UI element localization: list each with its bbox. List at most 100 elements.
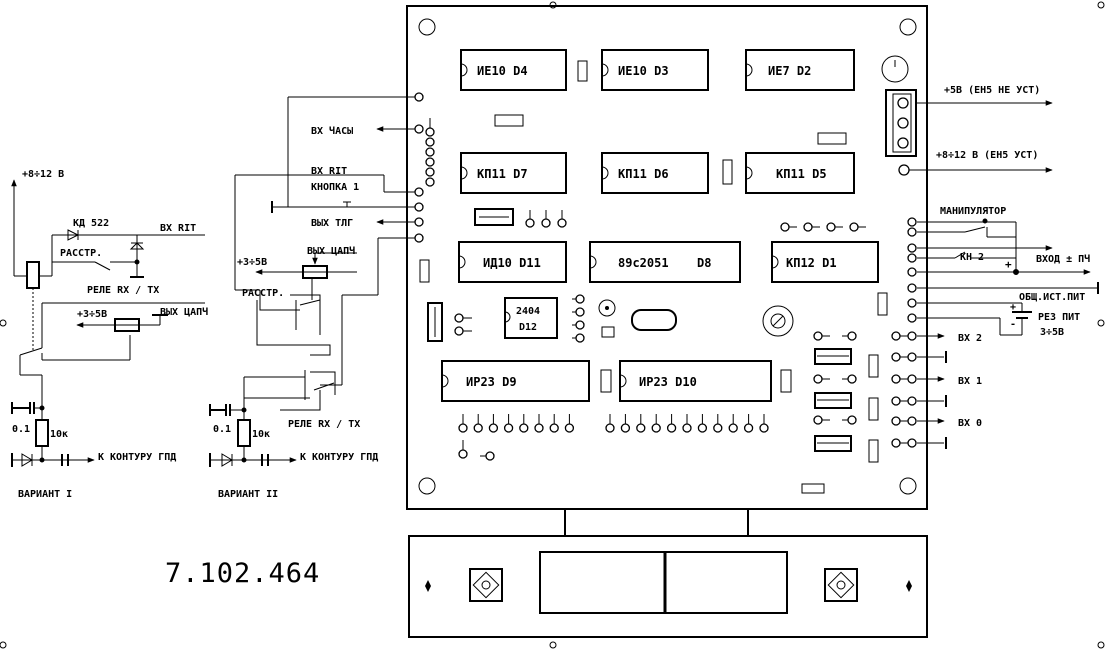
chip-d10-label: ИР23 D10 [639, 375, 697, 389]
solder-pad [907, 227, 917, 237]
solder-pad [907, 243, 917, 253]
label-backup-power: РЕЗ ПИТ [1038, 312, 1080, 323]
label-manipulator: МАНИПУЛЯТОР [940, 206, 1006, 217]
mount-hole [418, 18, 436, 36]
label-plus5v: +5В (ЕН5 НЕ УСТ) [944, 85, 1040, 96]
chip-d7-label: КП11 D7 [477, 167, 528, 181]
label-plus8-12v: +8÷12 В (ЕН5 УСТ) [936, 150, 1038, 161]
solder-pad [891, 331, 901, 341]
display-panel [408, 509, 928, 638]
chip-d1-label: КП12 D1 [786, 256, 837, 270]
pad-group [525, 210, 567, 228]
label-to-vfo-circuit: К КОНТУРУ ГПД [300, 452, 378, 463]
quartz [631, 309, 677, 331]
pad-group [572, 294, 585, 343]
chip-d2: ИЕ7 D2 [745, 49, 855, 91]
solder-pad [564, 423, 575, 433]
chip-d3-label: ИЕ10 D3 [618, 64, 669, 78]
solder-pad [519, 423, 529, 433]
solder-pad [666, 423, 677, 433]
label-telegraph-output: ВЫХ ТЛГ [311, 218, 353, 229]
solder-pad [907, 283, 917, 293]
chip-d11-label: ИД10 D11 [483, 256, 541, 270]
chip-d1: КП12 D1 [771, 241, 879, 283]
label-common-power: ОБЩ.ИСТ.ПИТ [1019, 292, 1085, 303]
solder-pad [907, 352, 917, 362]
chip-d9-label: ИР23 D9 [466, 375, 517, 389]
solder-pad [605, 423, 615, 433]
label-relay-rx-tx: РЕЛЕ RX / TX [288, 419, 360, 430]
label-v1-plus8-12v: +8÷12 В [22, 169, 64, 180]
label-v1-cap-value: 0.1 [12, 424, 30, 435]
solder-pad [907, 313, 917, 323]
solder-pad [651, 423, 661, 433]
chip-d10: ИР23 D10 [619, 360, 772, 402]
chip-d3: ИЕ10 D3 [601, 49, 709, 91]
label-v1-relay: РЕЛЕ RX / TX [87, 285, 159, 296]
label-v1-rit-input: ВХ RIT [160, 223, 196, 234]
pad-group [813, 331, 857, 425]
chip-d12-ref: D12 [519, 322, 537, 333]
label-v1-afc-output: ВЫХ ЦАПЧ [160, 306, 208, 318]
label-rit-input: ВХ RIT [311, 166, 347, 177]
right-wiring [898, 100, 1099, 449]
label-backup-voltage: 3÷5В [1040, 327, 1064, 338]
label-afc-output: ВЫХ ЦАПЧ [307, 245, 355, 257]
solder-pad [549, 423, 559, 433]
chip-d8: 89с2051 D8 [589, 241, 741, 283]
pad-row [780, 222, 866, 232]
label-resistor-value: 10к [252, 429, 270, 440]
solder-pad [907, 396, 917, 406]
solder-pad [907, 331, 917, 341]
trimmer [762, 305, 794, 337]
capacitor [601, 326, 615, 338]
solder-pad [620, 423, 631, 433]
capacitor [877, 292, 888, 316]
label-input-1: ВХ 1 [958, 376, 982, 387]
label-input-2: ВХ 2 [958, 333, 982, 344]
transistor [814, 435, 852, 452]
label-kn2: КН 2 [960, 252, 984, 263]
chip-d4: ИЕ10 D4 [460, 49, 567, 91]
label-clock-input: ВХ ЧАСЫ [311, 125, 353, 137]
chip-d2-label: ИЕ7 D2 [768, 64, 811, 78]
chip-d6: КП11 D6 [601, 152, 709, 194]
solder-pad [907, 438, 917, 448]
chip-d8-label: 89с2051 [618, 256, 669, 270]
svg-text:-: - [1010, 319, 1016, 330]
capacitor [722, 159, 733, 185]
solder-pad [473, 423, 483, 433]
capacitor [419, 259, 430, 283]
label-input-0: ВХ 0 [958, 418, 982, 429]
label-variant-1: ВАРИАНТ I [18, 489, 72, 500]
resistor [817, 132, 847, 145]
crystal [474, 208, 514, 226]
button-left [469, 568, 503, 602]
led [598, 299, 616, 317]
label-v1-resistor-value: 10к [50, 429, 68, 440]
solder-pad [907, 416, 917, 426]
label-v1-to-vfo: К КОНТУРУ ГПД [98, 452, 176, 463]
solder-pad [891, 416, 901, 426]
capacitor [600, 369, 612, 393]
solder-pad [907, 374, 917, 384]
solder-pad [891, 352, 901, 362]
solder-pad [891, 374, 901, 384]
chip-d12-label: 2404 [516, 306, 540, 317]
solder-pad [907, 217, 917, 227]
solder-pad [743, 423, 754, 433]
chip-d12: 2404 D12 [504, 297, 558, 339]
label-variant-2: ВАРИАНТ II [218, 489, 278, 500]
label-v1-detune: РАССТР. [60, 248, 102, 259]
solder-pad [503, 423, 514, 433]
chip-d6-label: КП11 D6 [618, 167, 669, 181]
chip-d11: ИД10 D11 [458, 241, 567, 283]
pad-row-d9 [458, 414, 575, 433]
label-diode-kd522: КД 522 [73, 218, 109, 229]
solder-pad [458, 423, 468, 433]
solder-pad [636, 423, 646, 433]
label-input-if: ВХОД ± ПЧ [1036, 253, 1090, 265]
power-connector [885, 89, 917, 157]
variant2-wiring [209, 96, 415, 467]
